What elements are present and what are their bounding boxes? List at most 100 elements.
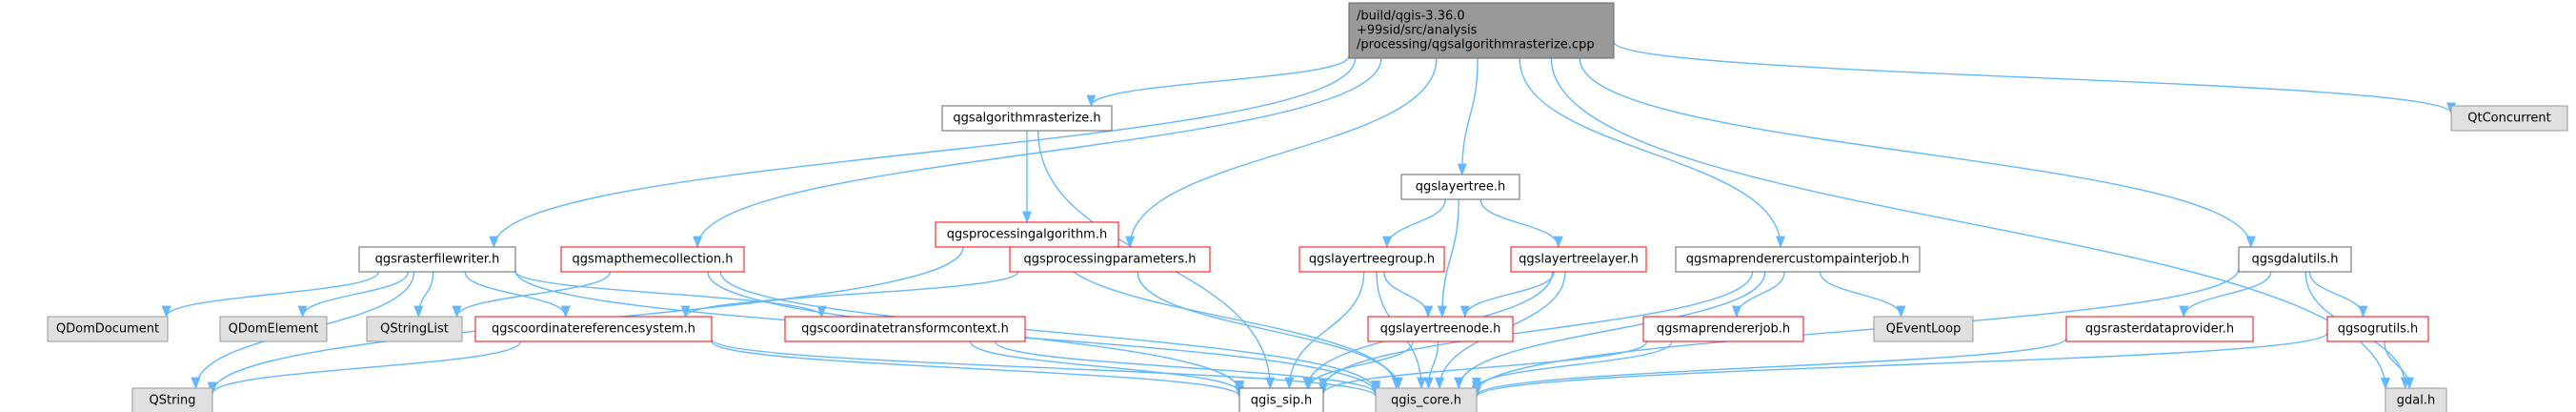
- node-qgslayertreegroup_h[interactable]: qgslayertreegroup.h: [1298, 246, 1445, 273]
- node-label: QEventLoop: [1886, 322, 1962, 337]
- node-box: [935, 221, 1119, 248]
- node-qgsogrutils_h[interactable]: qgsogrutils.h: [2326, 316, 2429, 342]
- node-label: qgslayertree.h: [1416, 180, 1505, 195]
- node-label: /build/qgis-3.36.0: [1357, 10, 1465, 24]
- node-label: gdal.h: [2397, 394, 2435, 408]
- node-box: [784, 316, 1026, 342]
- node-gdal_h: gdal.h: [2385, 387, 2447, 412]
- node-label: qgsmapthemecollection.h: [573, 253, 734, 267]
- node-label: qgslayertreenode.h: [1380, 322, 1501, 337]
- node-qgscoordinatetransformcontext_h[interactable]: qgscoordinatetransformcontext.h: [784, 316, 1026, 342]
- edge-qgslayertreenode_h-to-qgis_core_h: [1423, 340, 1439, 390]
- edge-qgslayertreenode_h-to-qgis_sip_h: [1303, 340, 1414, 390]
- edge-qgsmaprenderercustompainterjob_h-to-qgis_sip_h: [1318, 271, 1754, 391]
- node-label: qgscoordinatereferencesystem.h: [492, 322, 695, 337]
- node-qgsprocessingalgorithm_h[interactable]: qgsprocessingalgorithm.h: [935, 221, 1119, 248]
- node-label: QtConcurrent: [2467, 112, 2551, 126]
- edge-root-to-qgsrasterfilewriter_h: [489, 57, 1357, 249]
- node-qgsgdalutils_h[interactable]: qgsgdalutils.h: [2238, 246, 2352, 273]
- edge-qgsgdalutils_h-to-qgsogrutils_h: [2308, 271, 2368, 319]
- edge-qgslayertreegroup_h-to-qgslayertreenode_h: [1383, 271, 1434, 319]
- edge-qgscoordinatereferencesystem_h-to-qgis_core_h: [711, 339, 1380, 398]
- edge-qgsprocessingparameters_h-to-qgis_core_h: [1137, 271, 1403, 390]
- node-box: [131, 387, 213, 412]
- node-box: [2238, 246, 2352, 273]
- node-qgis_core_h: qgis_core.h: [1375, 387, 1478, 412]
- node-label: qgsogrutils.h: [2338, 322, 2419, 337]
- node-box: [1510, 246, 1647, 273]
- node-qgslayertreenode_h[interactable]: qgslayertreenode.h: [1367, 316, 1514, 342]
- node-label: qgsrasterdataprovider.h: [2085, 322, 2234, 337]
- edge-root-to-qgsgdalutils_h: [1579, 57, 2256, 249]
- edge-qgsmaprenderercustompainterjob_h-to-qgis_core_h: [1454, 271, 1766, 390]
- node-qgsrasterdataprovider_h[interactable]: qgsrasterdataprovider.h: [2065, 316, 2254, 342]
- edge-qgslayertree_h-to-qgslayertreegroup_h: [1381, 198, 1446, 249]
- node-box: [2326, 316, 2429, 342]
- node-qgsmaprendererjob_h[interactable]: qgsmaprendererjob.h: [1642, 316, 1804, 342]
- edge-qgsmapthemecollection_h-to-qstringlist: [452, 271, 612, 319]
- node-qgslayertree_h[interactable]: qgslayertree.h: [1400, 174, 1520, 200]
- node-qgscoordinatereferencesystem_h[interactable]: qgscoordinatereferencesystem.h: [474, 316, 713, 342]
- node-box: [941, 105, 1113, 132]
- node-root[interactable]: /build/qgis-3.36.0+99sid/src/analysis/pr…: [1348, 2, 1615, 59]
- node-box: [2065, 316, 2254, 342]
- node-qstringlist: QStringList: [366, 316, 463, 342]
- nodes: /build/qgis-3.36.0+99sid/src/analysis/pr…: [47, 2, 2568, 412]
- edge-qgsrasterfilewriter_h-to-qgscoordinatereferencesystem_h: [464, 271, 571, 319]
- node-qgsalgorithmrasterize_h[interactable]: qgsalgorithmrasterize.h: [941, 105, 1113, 132]
- edge-root-to-qgsalgorithmrasterize_h: [1086, 55, 1350, 108]
- edge-qgsogrutils_h-to-gdal_h: [2384, 340, 2415, 390]
- node-qstring: QString: [131, 387, 213, 412]
- edge-qgslayertree_h-to-qgslayertreelayer_h: [1479, 198, 1563, 249]
- node-qgis_sip_h[interactable]: qgis_sip.h: [1238, 387, 1324, 412]
- edges: [161, 41, 2456, 399]
- node-qgsrasterfilewriter_h[interactable]: qgsrasterfilewriter.h: [358, 246, 516, 273]
- node-qgsmapthemecollection_h[interactable]: qgsmapthemecollection.h: [560, 246, 745, 273]
- node-box: [1348, 2, 1615, 59]
- node-label: qgsrasterfilewriter.h: [375, 253, 500, 267]
- node-box: [358, 246, 516, 273]
- node-label: QString: [149, 394, 195, 408]
- edge-qgsrasterfilewriter_h-to-qdomelement: [297, 271, 410, 319]
- edge-qgscoordinatetransformcontext_h-to-qgis_core_h: [995, 340, 1380, 395]
- node-label: QDomElement: [229, 322, 319, 337]
- node-qgslayertreelayer_h[interactable]: qgslayertreelayer.h: [1510, 246, 1647, 273]
- edge-root-to-qgslayertree_h: [1457, 57, 1479, 176]
- node-label: qgslayertreelayer.h: [1519, 253, 1639, 267]
- edge-qgsrasterfilewriter_h-to-qgscoordinatetransformcontext_h: [514, 270, 827, 319]
- edge-qgslayertree_h-to-qgslayertreenode_h: [1437, 198, 1459, 319]
- node-box: [1400, 174, 1520, 200]
- node-box: [1375, 387, 1478, 412]
- edge-qgsrasterdataprovider_h-to-qgis_core_h: [1472, 337, 2067, 398]
- node-box: [1367, 316, 1514, 342]
- edge-qgsprocessingparameters_h-to-qgscoordinatereferencesystem_h: [680, 271, 1019, 319]
- node-box: [1298, 246, 1445, 273]
- node-box: [560, 246, 745, 273]
- node-label: qgis_sip.h: [1251, 394, 1312, 408]
- edge-root-to-qtconcurrent: [1613, 41, 2456, 115]
- node-qgsprocessingparameters_h[interactable]: qgsprocessingparameters.h: [1009, 246, 1211, 273]
- node-label: QStringList: [380, 322, 449, 337]
- node-box: [219, 316, 328, 342]
- node-label: +99sid/src/analysis: [1357, 24, 1478, 38]
- node-qtconcurrent: QtConcurrent: [2450, 105, 2568, 132]
- edge-root-to-qgsmaprenderercustompainterjob_h: [1519, 57, 1786, 249]
- edge-qgsmaprenderercustompainterjob_h-to-qeventloop: [1819, 271, 1906, 319]
- node-box: [1873, 316, 1974, 342]
- edge-root-to-qgsmapthemecollection_h: [693, 57, 1382, 249]
- node-qdomelement: QDomElement: [219, 316, 328, 342]
- node-label: qgsgdalutils.h: [2251, 253, 2338, 267]
- node-box: [474, 316, 713, 342]
- edge-qgsmapthemecollection_h-to-qgis_core_h: [719, 271, 1380, 393]
- edge-qgslayertreegroup_h-to-qgis_sip_h: [1284, 271, 1365, 390]
- edge-qgscoordinatetransformcontext_h-to-qgis_sip_h: [969, 340, 1244, 394]
- node-label: qgis_core.h: [1391, 394, 1461, 408]
- node-qgsmaprenderercustompainterjob_h[interactable]: qgsmaprenderercustompainterjob.h: [1675, 246, 1921, 273]
- node-box: [1009, 246, 1211, 273]
- node-box: [1642, 316, 1804, 342]
- edge-root-to-qgsprocessingparameters_h: [1125, 57, 1438, 249]
- node-label: qgsprocessingalgorithm.h: [947, 228, 1107, 242]
- node-box: [2450, 105, 2568, 132]
- node-label: qgsmaprenderercustompainterjob.h: [1686, 253, 1909, 267]
